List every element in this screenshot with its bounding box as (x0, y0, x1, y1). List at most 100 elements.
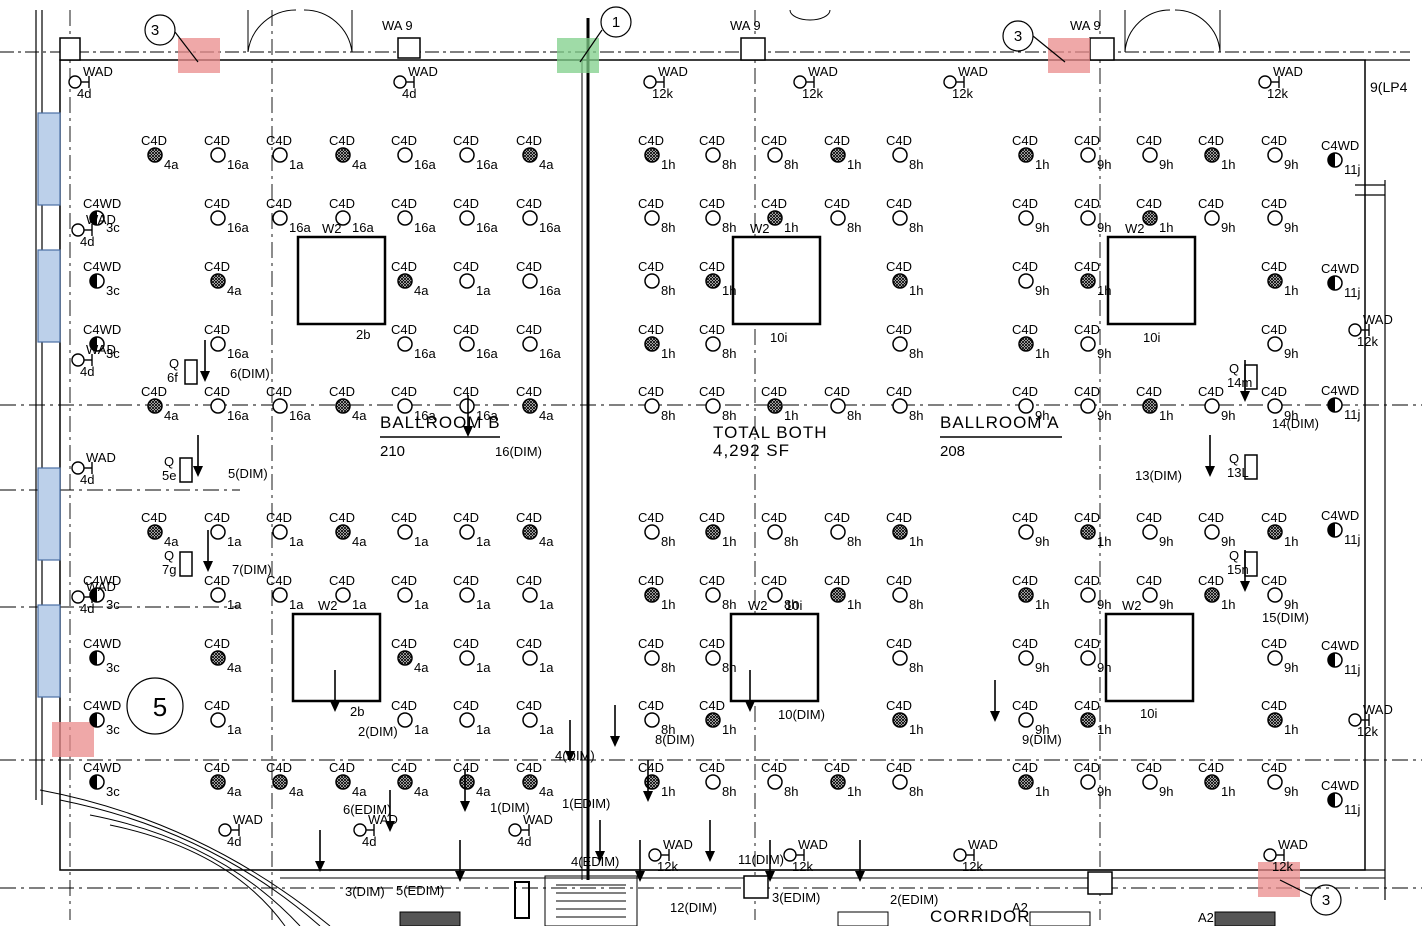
fixture-type-label: C4D (516, 510, 542, 525)
fixture-circuit-label: 16a (414, 408, 436, 423)
fixture-circuit-label: 3c (106, 660, 120, 675)
switch-leg-label: 2(DIM) (358, 724, 398, 739)
fixture-circuit-label: 3c (106, 283, 120, 298)
curved-corridor (39, 789, 331, 926)
room-number-ballroom-b: 210 (380, 443, 405, 460)
fixture-circuit-label: 1h (847, 784, 861, 799)
fixture-type-label: C4D (204, 259, 230, 274)
fixture-type-label: C4D (761, 196, 787, 211)
fixture-circuit-label: 8h (722, 660, 736, 675)
wall-fixture-label: WA 9 (382, 18, 413, 33)
fixture-circuit-label: 1h (784, 408, 798, 423)
fixture-type-label: C4D (516, 133, 542, 148)
fixture-circuit-label: 11j (1344, 802, 1360, 817)
fixture-type-label: C4WD (83, 196, 121, 211)
fixture-circuit-label: 1h (909, 534, 923, 549)
fixture-type-label: C4D (1074, 133, 1100, 148)
fixture-circuit-label: 8h (909, 408, 923, 423)
fixture-type-label: C4D (1261, 196, 1287, 211)
light-fixture: C4D 16a (391, 322, 436, 361)
fixture-circuit-label: 9h (1035, 220, 1049, 235)
fixture-circuit-label: 16a (227, 157, 249, 172)
fixture-circuit-label: 1h (1159, 408, 1173, 423)
fixture-type-label: C4D (141, 133, 167, 148)
fixture-type-label: C4D (1198, 133, 1224, 148)
fixture-circuit-label: 12k (1272, 859, 1293, 874)
fixture-type-label: C4D (1012, 196, 1038, 211)
fixture-circuit-label: 8h (847, 534, 861, 549)
switch-leg: 5(DIM) (193, 435, 268, 481)
highlight-markers (52, 38, 1300, 897)
fixture-type-label: C4D (453, 259, 479, 274)
fixture-type-label: C4D (204, 384, 230, 399)
fixture-circuit-label: 8h (909, 346, 923, 361)
fixture-circuit-label: 16a (414, 346, 436, 361)
fixture-type-label: C4D (1198, 384, 1224, 399)
fixture-circuit-label: 12k (652, 86, 673, 101)
fixture-circuit-label: 16a (476, 346, 498, 361)
fixture-type-label: C4D (699, 636, 725, 651)
fixture-circuit-label: 8h (784, 597, 798, 612)
fixture-type-label: C4D (391, 322, 417, 337)
switch-leg: 9(DIM) (990, 680, 1062, 747)
fixture-circuit-label: 1a (227, 722, 242, 737)
switch-leg-label: 3(DIM) (345, 884, 385, 899)
fixture-circuit-label: 9h (1284, 408, 1298, 423)
fixture-type-label: C4D (1012, 510, 1038, 525)
stair (399, 875, 1276, 926)
fixture-type-label: C4D (1012, 384, 1038, 399)
switch-leg: 15(DIM) (1240, 550, 1309, 625)
fixture-type-label: C4D (1261, 322, 1287, 337)
keynote-label: 1 (612, 14, 620, 31)
fixture-circuit-label: 1a (414, 597, 429, 612)
switch-leg: 8(DIM) (610, 705, 695, 747)
fixture-circuit-label: 9h (1159, 597, 1173, 612)
fixture-circuit-label: 8h (722, 157, 736, 172)
column-tag: W2 (1125, 221, 1145, 236)
fixture-circuit-label: 16a (227, 408, 249, 423)
switch-leg-label: 3(EDIM) (772, 890, 820, 905)
fixture-circuit-label: 1h (909, 722, 923, 737)
fixture-circuit-label: 1h (1035, 346, 1049, 361)
switch-leg: 16(DIM) (463, 395, 542, 459)
fixture-type-label: C4D (204, 760, 230, 775)
fixture-type-label: C4D (638, 698, 664, 713)
fixture-circuit-label: 4a (352, 784, 367, 799)
switch-leg-label: 1(DIM) (490, 800, 530, 815)
switch-leg-label: 11(DIM) (738, 852, 784, 867)
fixture-circuit-label: 4a (476, 784, 491, 799)
switch-leg-label: 14(DIM) (1272, 416, 1319, 431)
total-area-value: 4,292 SF (713, 441, 790, 460)
keynote-callouts (126, 6, 1342, 916)
total-area-title: TOTAL BOTH (713, 423, 828, 442)
fixture-type-label: WAD (86, 579, 116, 594)
